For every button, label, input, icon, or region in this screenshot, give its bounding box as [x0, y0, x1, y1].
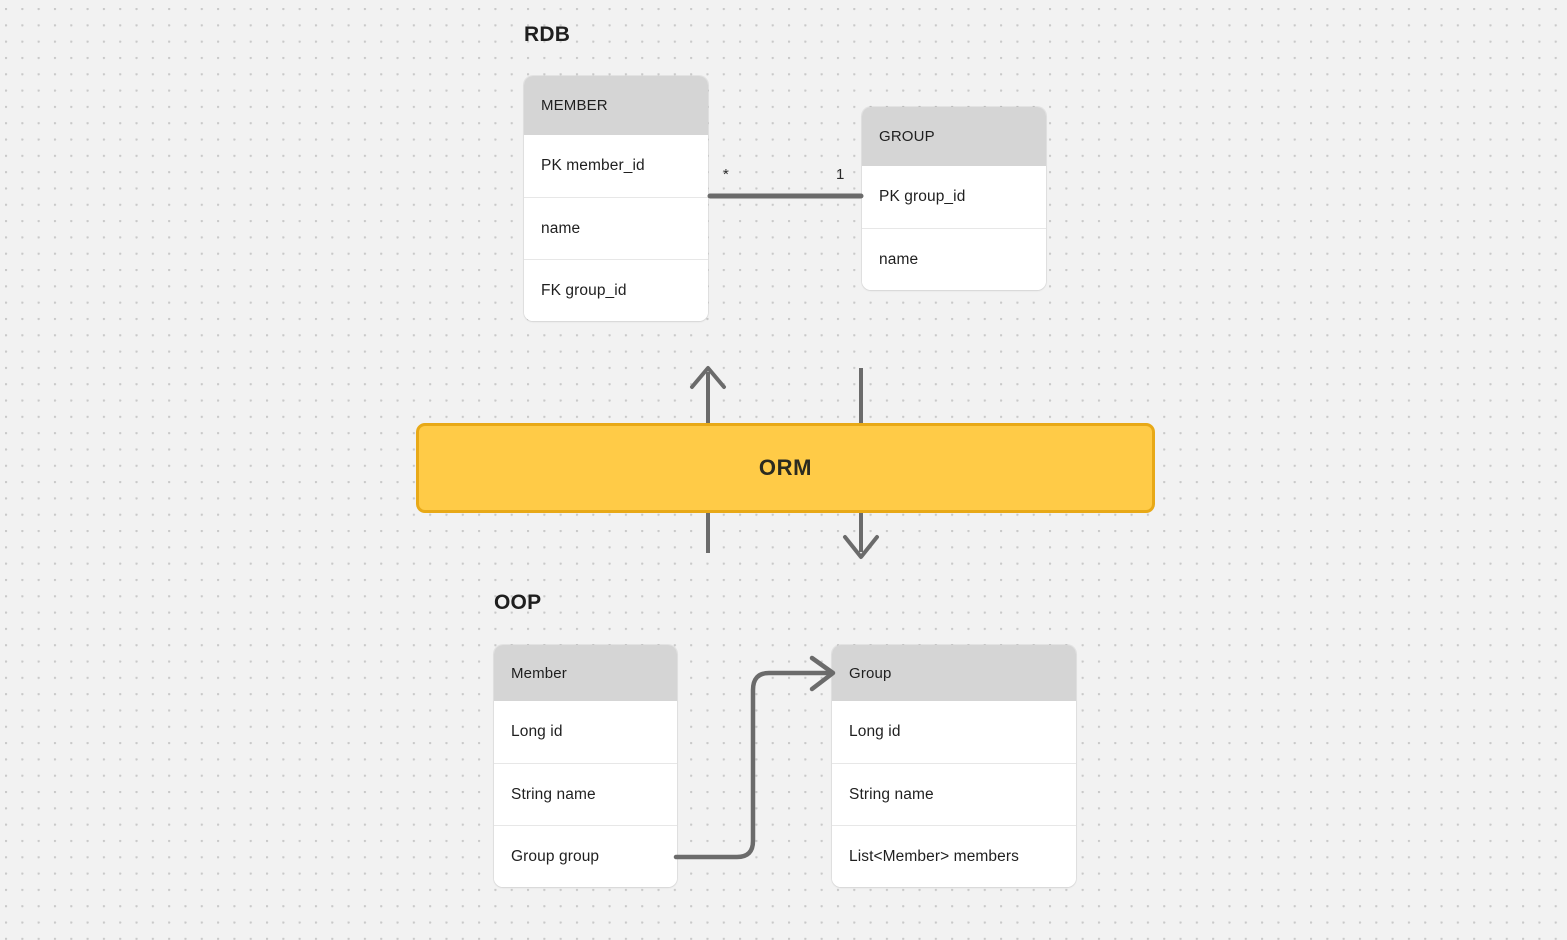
association-arrow-member-to-group: [673, 655, 836, 860]
entity-table-member[interactable]: MEMBER PK member_id name FK group_id: [524, 76, 708, 321]
section-label-rdb: RDB: [524, 23, 571, 46]
arrow-orm-to-oop-down: [843, 513, 879, 559]
class-box-member-row: String name: [494, 763, 677, 825]
class-box-group-row: Long id: [832, 701, 1076, 763]
cardinality-label-many: *: [723, 166, 729, 183]
orm-box-label: ORM: [758, 455, 813, 480]
class-box-group[interactable]: Group Long id String name List<Member> m…: [832, 645, 1076, 887]
entity-table-group-row: PK group_id: [862, 166, 1046, 228]
entity-table-group[interactable]: GROUP PK group_id name: [862, 107, 1046, 290]
entity-table-member-title: MEMBER: [524, 76, 708, 135]
entity-table-member-row: FK group_id: [524, 259, 708, 321]
class-box-group-row: List<Member> members: [832, 825, 1076, 887]
class-box-group-row: String name: [832, 763, 1076, 825]
entity-table-group-title: GROUP: [862, 107, 1046, 166]
section-label-oop: OOP: [494, 591, 542, 614]
class-box-member-title: Member: [494, 645, 677, 701]
entity-table-member-row: PK member_id: [524, 135, 708, 197]
entity-table-group-row: name: [862, 228, 1046, 290]
arrow-rdb-to-orm-up: [690, 366, 726, 423]
class-box-group-title: Group: [832, 645, 1076, 701]
entity-table-member-row: name: [524, 197, 708, 259]
class-box-member-row: Group group: [494, 825, 677, 887]
orm-box[interactable]: ORM: [416, 423, 1155, 513]
class-box-member-row: Long id: [494, 701, 677, 763]
cardinality-label-one: 1: [836, 166, 845, 183]
class-box-member[interactable]: Member Long id String name Group group: [494, 645, 677, 887]
